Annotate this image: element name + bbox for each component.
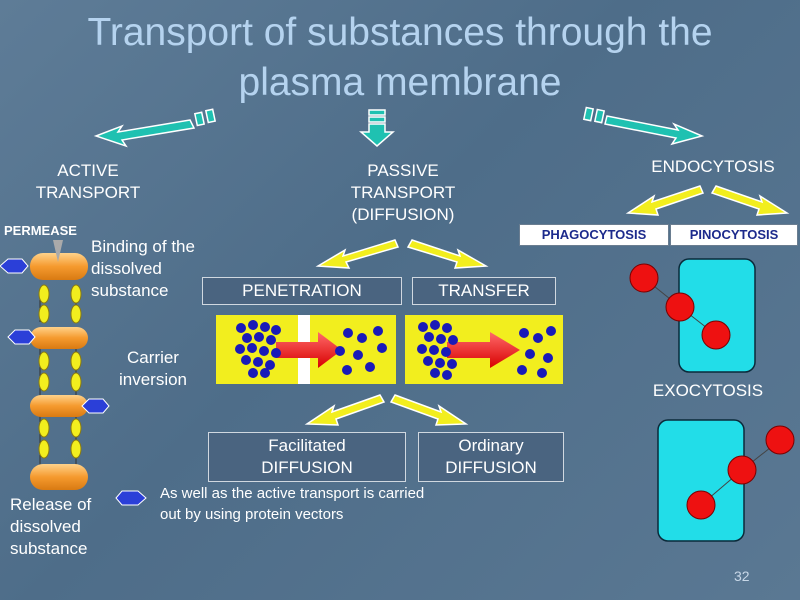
membrane-carrier-illustration	[0, 240, 147, 506]
endocytosis-label: ENDOCYTOSIS	[651, 157, 775, 176]
transfer-illustration	[405, 315, 563, 384]
arrow-to-endocytosis	[582, 106, 705, 146]
arrow-to-pinocytosis	[710, 185, 790, 216]
facilitated-line2: DIFFUSION	[261, 458, 353, 477]
phagocytosis-box: PHAGOCYTOSIS	[519, 224, 669, 246]
ordinary-line1: Ordinary	[458, 436, 524, 455]
penetration-box: PENETRATION	[202, 277, 402, 305]
arrow-to-penetration	[315, 239, 400, 269]
transfer-box: TRANSFER	[412, 277, 556, 305]
release-label: Release of dissolved substance	[10, 495, 92, 558]
arrow-to-ordinary	[389, 394, 469, 426]
exocytosis-cell	[657, 419, 795, 542]
pinocytosis-box: PINOCYTOSIS	[670, 224, 798, 246]
binding-label: Binding of the dissolved substance	[91, 237, 195, 300]
ordinary-line2: DIFFUSION	[445, 458, 537, 477]
arrow-to-facilitated	[304, 394, 386, 426]
arrow-to-phagocytosis	[625, 185, 705, 216]
phagocytosis-cell	[629, 258, 756, 373]
carrier-inversion-label: Carrier inversion	[118, 348, 188, 389]
penetration-illustration	[216, 315, 396, 384]
arrow-to-active	[93, 108, 217, 148]
facilitated-diffusion-box: Facilitated DIFFUSION	[208, 432, 406, 482]
arrow-to-passive	[359, 109, 395, 147]
passive-transport-label: PASSIVE TRANSPORT (DIFFUSION)	[350, 161, 456, 224]
facilitated-line1: Facilitated	[268, 436, 346, 455]
page-number: 32	[734, 568, 750, 584]
arrow-to-transfer	[406, 239, 489, 269]
protein-vectors-note: As well as the active transport is carri…	[160, 485, 425, 523]
permease-label: PERMEASE	[4, 223, 77, 238]
ordinary-diffusion-box: Ordinary DIFFUSION	[418, 432, 564, 482]
page-title: Transport of substances through the plas…	[87, 11, 713, 104]
exocytosis-label: EXOCYTOSIS	[652, 381, 764, 400]
active-transport-label: ACTIVE TRANSPORT	[35, 161, 141, 202]
